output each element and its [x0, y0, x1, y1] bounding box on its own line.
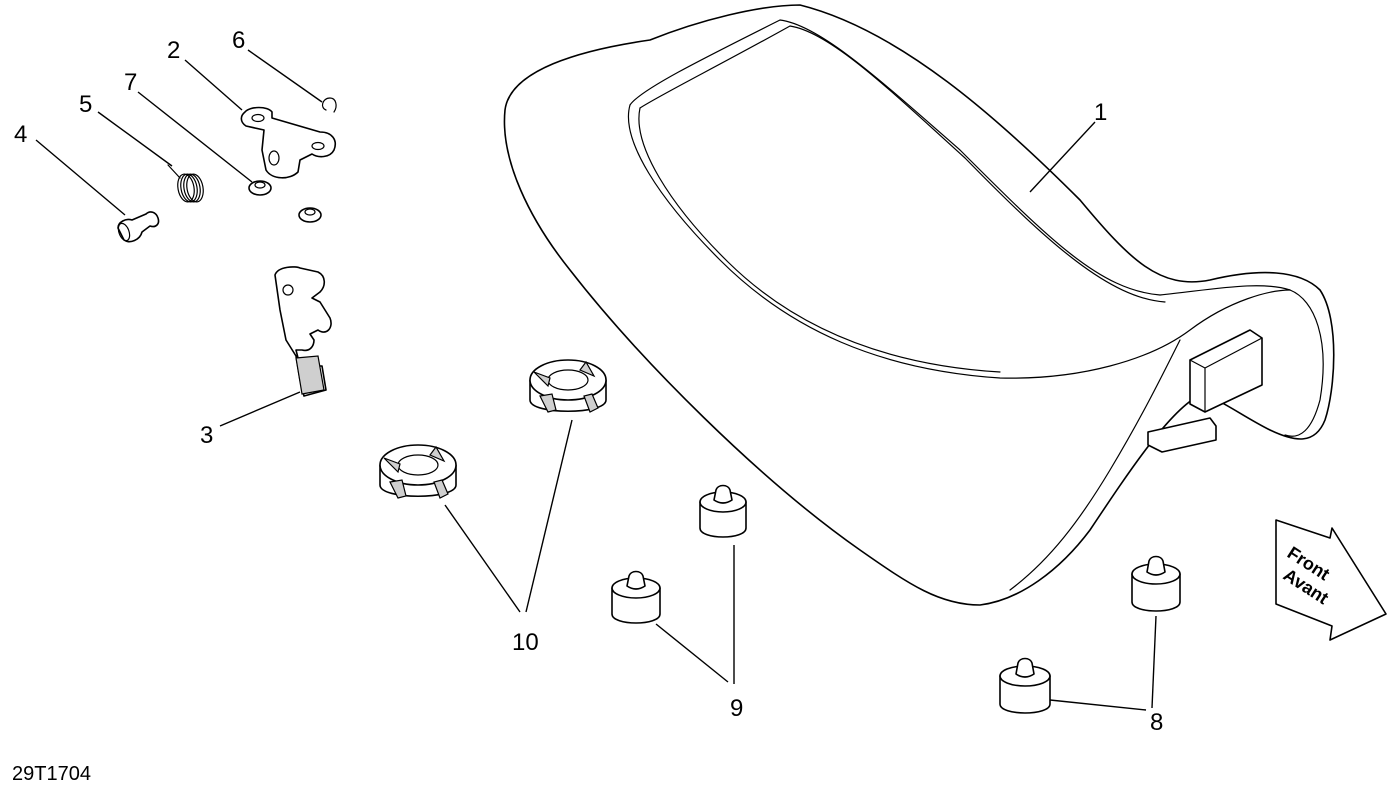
leader-lines: [35, 49, 1157, 711]
pivot-pin: [117, 211, 160, 243]
callout-4: 4: [14, 121, 27, 148]
grommet-lower: [379, 444, 457, 499]
latch-plate: [274, 266, 332, 397]
bumper-9-lower: [611, 570, 661, 624]
seat: [503, 4, 1335, 606]
retaining-clip: [321, 97, 337, 113]
callout-5: 5: [79, 91, 92, 118]
callout-3: 3: [200, 422, 213, 449]
grommet-upper: [529, 359, 607, 413]
flange-nut-lower: [298, 207, 322, 223]
callout-6: 6: [232, 27, 245, 54]
callout-7: 7: [124, 69, 137, 96]
bumper-8-lower: [999, 657, 1051, 714]
torsion-spring: [167, 164, 204, 203]
callout-1: 1: [1094, 99, 1107, 126]
callout-8: 8: [1150, 709, 1163, 736]
callout-2: 2: [167, 37, 180, 64]
bumper-8-upper: [1131, 555, 1181, 612]
front-direction-arrow: Front Avant: [1275, 519, 1387, 641]
latch-bracket: [240, 106, 336, 179]
callout-9: 9: [730, 695, 743, 722]
flange-nut-upper: [248, 180, 272, 196]
bumper-9-upper: [699, 484, 747, 538]
figure-code: 29T1704: [12, 763, 91, 785]
callout-10: 10: [512, 629, 539, 656]
